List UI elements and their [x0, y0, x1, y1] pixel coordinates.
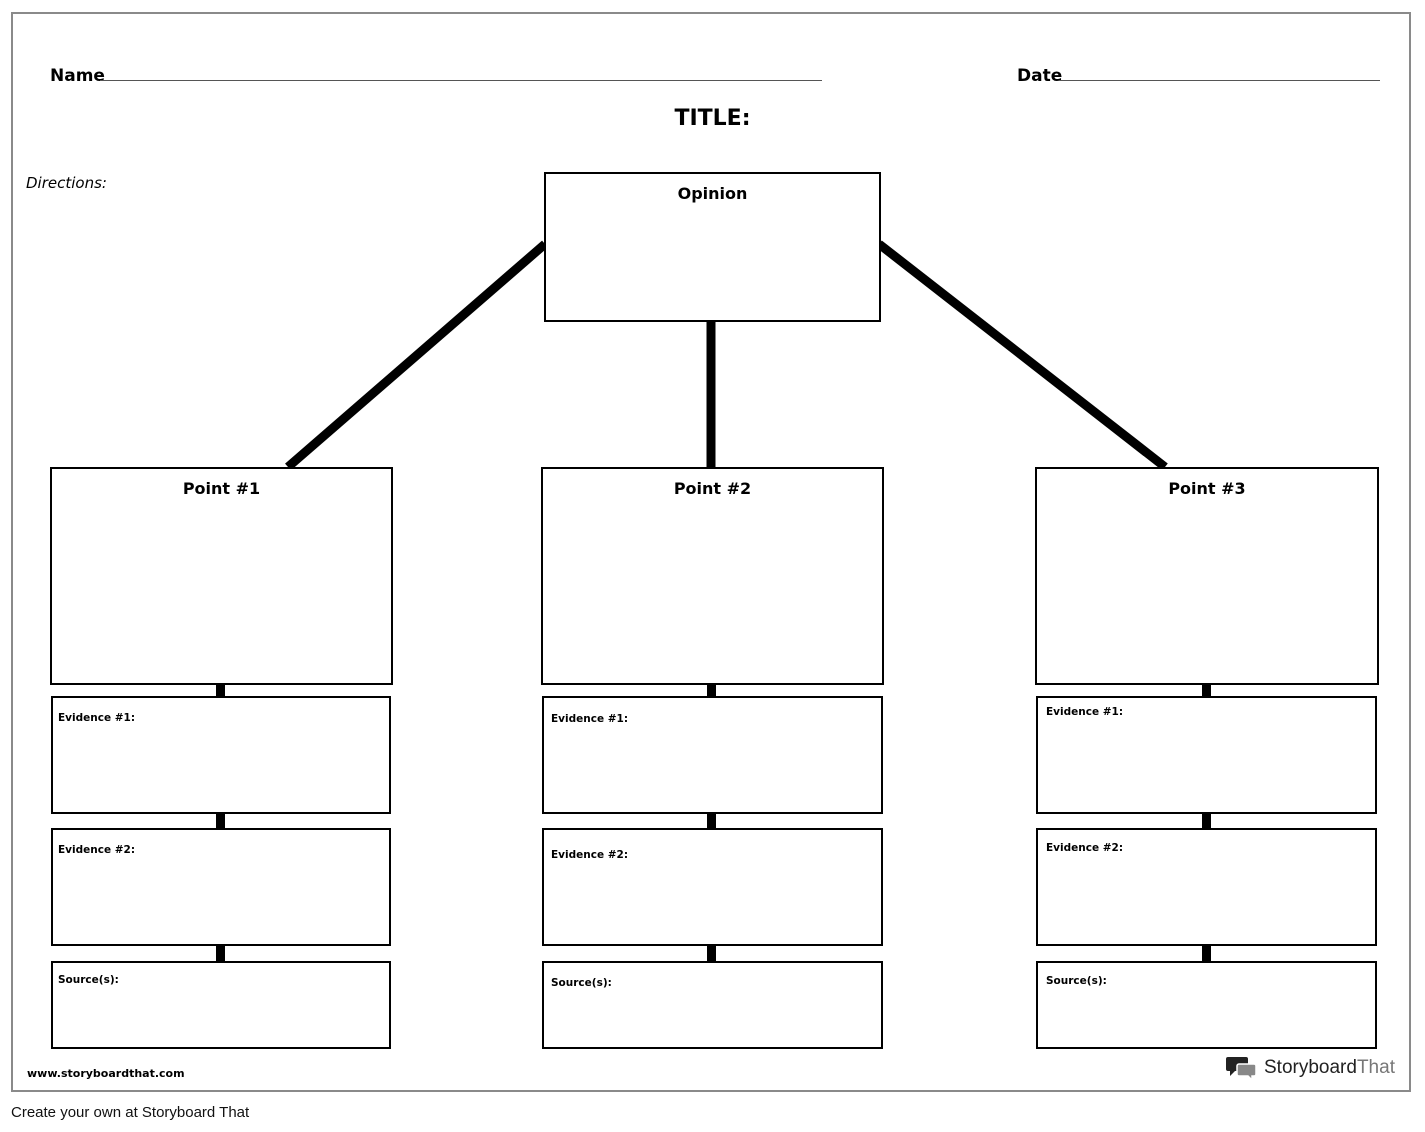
connector-point1 [285, 240, 548, 471]
stem [707, 813, 716, 829]
point-2-box[interactable]: Point #2 [541, 467, 884, 685]
stem [216, 813, 225, 829]
point-3-evidence-2-box[interactable]: Evidence #2: [1036, 828, 1377, 946]
name-label: Name [50, 66, 105, 86]
evidence-1-label: Evidence #1: [58, 712, 136, 724]
stem [1202, 813, 1211, 829]
point-1-evidence-2-box[interactable]: Evidence #2: [51, 828, 391, 946]
point-3-sources-box[interactable]: Source(s): [1036, 961, 1377, 1049]
logo-text-that: That [1356, 1057, 1395, 1078]
point-2-evidence-1-box[interactable]: Evidence #1: [542, 696, 883, 814]
evidence-1-label: Evidence #1: [551, 713, 629, 725]
point-3-box[interactable]: Point #3 [1035, 467, 1379, 685]
stem [1202, 684, 1211, 697]
point-1-label: Point #1 [182, 479, 261, 498]
speech-bubbles-icon [1226, 1057, 1257, 1081]
date-label: Date [1017, 66, 1063, 86]
sources-label: Source(s): [551, 977, 612, 989]
point-1-box[interactable]: Point #1 [50, 467, 393, 685]
sources-label: Source(s): [58, 974, 119, 986]
website-url: www.storyboardthat.com [27, 1067, 185, 1080]
stem [216, 945, 225, 962]
opinion-box[interactable]: Opinion [544, 172, 881, 322]
worksheet-title: TITLE: [674, 106, 751, 131]
date-field-line[interactable] [1060, 80, 1380, 81]
evidence-2-label: Evidence #2: [58, 844, 136, 856]
point-3-evidence-1-box[interactable]: Evidence #1: [1036, 696, 1377, 814]
sources-label: Source(s): [1046, 975, 1107, 987]
point-2-label: Point #2 [673, 479, 752, 498]
stem [216, 684, 225, 697]
name-field-line[interactable] [100, 80, 822, 81]
evidence-2-label: Evidence #2: [1046, 842, 1124, 854]
point-2-evidence-2-box[interactable]: Evidence #2: [542, 828, 883, 946]
point-3-label: Point #3 [1168, 479, 1246, 498]
stem [707, 945, 716, 962]
directions-label: Directions: [26, 174, 107, 192]
connector-point3 [876, 240, 1168, 471]
evidence-1-label: Evidence #1: [1046, 706, 1124, 718]
opinion-label: Opinion [677, 184, 748, 203]
evidence-2-label: Evidence #2: [551, 849, 629, 861]
point-1-sources-box[interactable]: Source(s): [51, 961, 391, 1049]
footer-link[interactable]: Create your own at Storyboard That [11, 1104, 250, 1121]
point-2-sources-box[interactable]: Source(s): [542, 961, 883, 1049]
stem [1202, 945, 1211, 962]
stem [707, 684, 716, 697]
logo-text-storyboard: Storyboard [1264, 1057, 1357, 1078]
point-1-evidence-1-box[interactable]: Evidence #1: [51, 696, 391, 814]
storyboardthat-logo: StoryboardThat [1226, 1055, 1395, 1081]
